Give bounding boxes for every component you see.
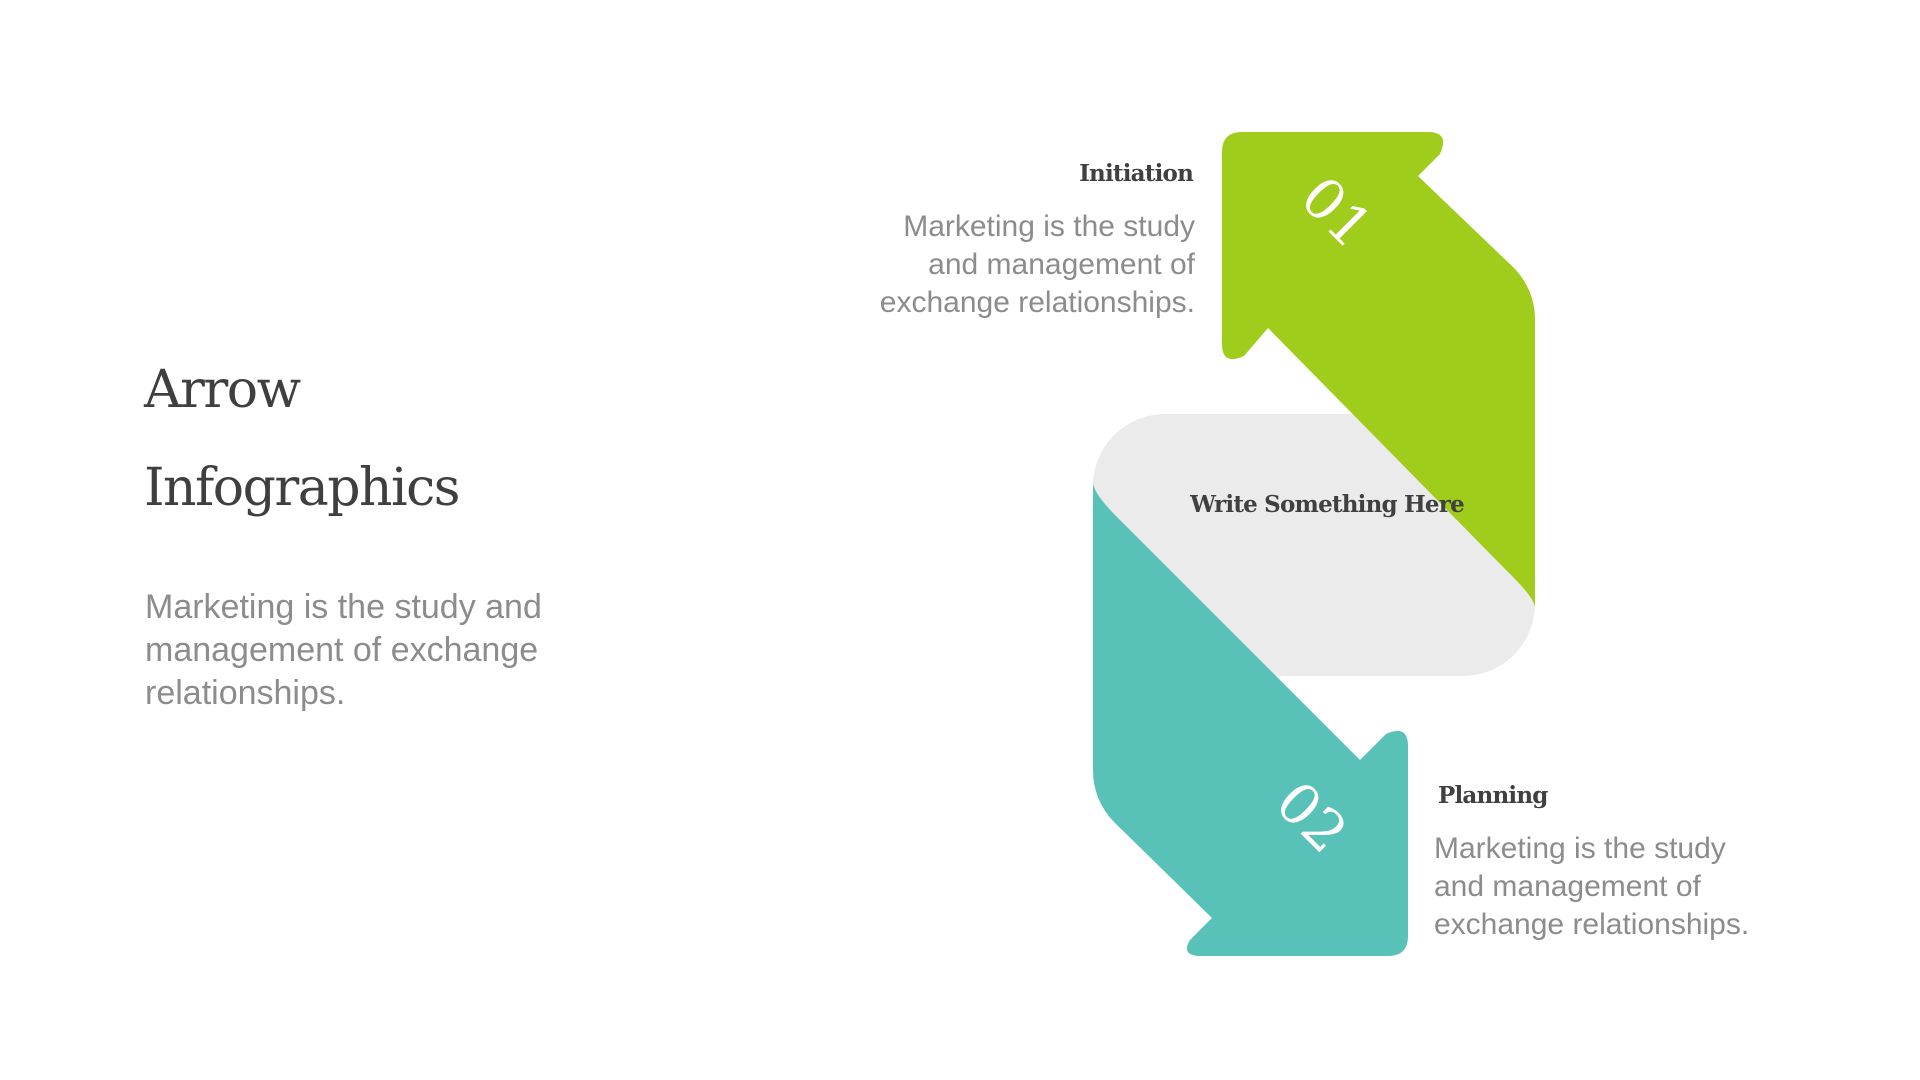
center-label: Write Something Here [1189, 491, 1464, 518]
arrow-initiation [1222, 132, 1535, 608]
slide-title-line-1: Arrow [144, 360, 301, 420]
arrow-planning [1093, 482, 1408, 956]
step-text-planning: Marketing is the study and management of… [1434, 832, 1750, 941]
step-heading-initiation: Initiation [1079, 160, 1194, 187]
step-text-initiation: Marketing is the study and management of… [879, 210, 1195, 319]
step-heading-planning: Planning [1438, 782, 1548, 809]
intro-text: Marketing is the study and management of… [145, 588, 542, 712]
slide-title-line-2: Infographics [144, 458, 460, 518]
